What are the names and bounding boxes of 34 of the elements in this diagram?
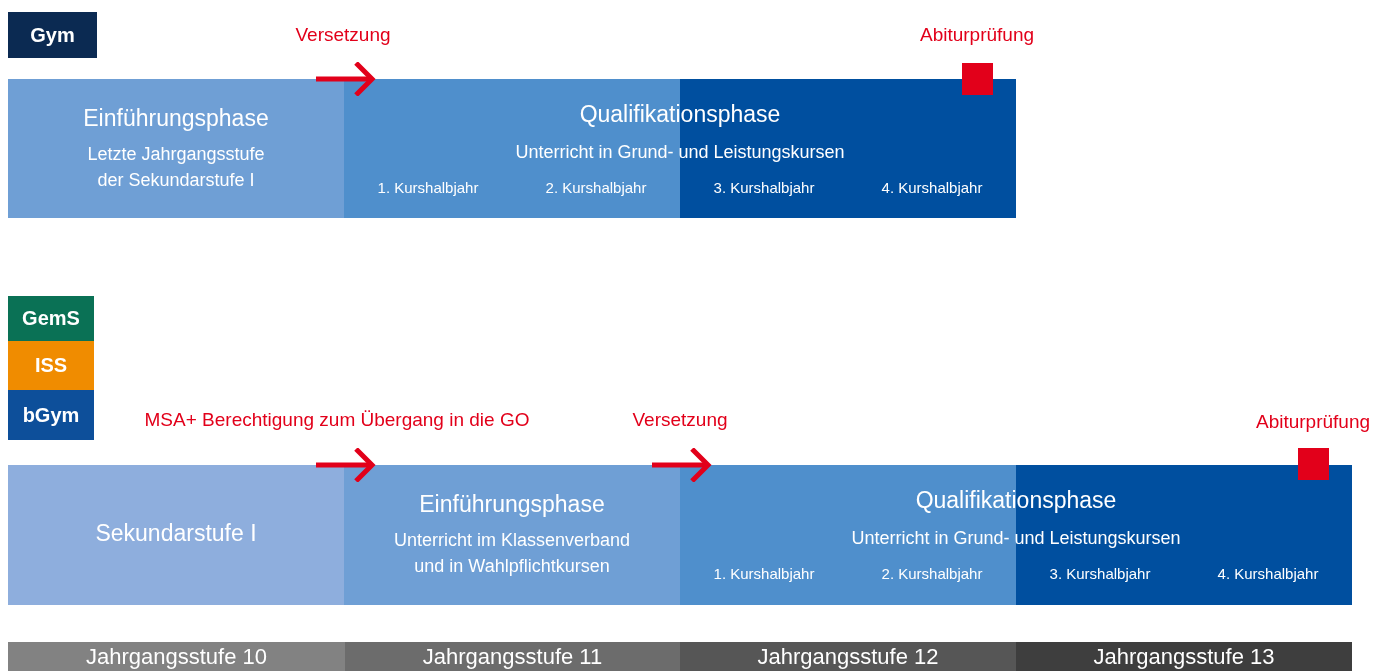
phase-title: Einführungsphase xyxy=(82,105,270,132)
arrow xyxy=(652,446,711,484)
semester-label: 4. Kurshalbjahr xyxy=(1217,565,1319,582)
phase-bar xyxy=(680,465,1352,605)
grade-level-bar: Jahrgangsstufe 10 xyxy=(8,642,345,671)
semester-label: 1. Kurshalbjahr xyxy=(377,179,479,196)
grade-level-bar: Jahrgangsstufe 11 xyxy=(345,642,680,671)
semester-label: 3. Kurshalbjahr xyxy=(713,179,815,196)
school-type-badge: bGym xyxy=(8,390,94,440)
school-type-badge: ISS xyxy=(8,341,94,390)
phase-bar xyxy=(8,465,344,605)
arrow xyxy=(316,446,375,484)
phase-description: Unterricht im Klassenverband und in Wahlpflichtkursen xyxy=(392,529,632,578)
phase-description: Letzte Jahrgangsstufe der Sekundarstufe I xyxy=(86,143,266,192)
phase-title: Qualifikationsphase xyxy=(578,101,782,128)
phase-bar xyxy=(8,79,344,218)
phase-bar xyxy=(344,79,1016,218)
grade-level-bar: Jahrgangsstufe 13 xyxy=(1016,642,1352,671)
arrow xyxy=(316,60,375,98)
grade-level-bar: Jahrgangsstufe 12 xyxy=(680,642,1016,671)
phase-title: Einführungsphase xyxy=(418,491,606,518)
school-type-badge: GemS xyxy=(8,296,94,341)
phase-description: Unterricht in Grund- und Leistungskursen xyxy=(850,527,1182,550)
phase-title: Qualifikationsphase xyxy=(914,487,1118,514)
phase-title: Sekundarstufe I xyxy=(94,520,258,547)
semester-label: 3. Kurshalbjahr xyxy=(1049,565,1151,582)
semester-label: 2. Kurshalbjahr xyxy=(545,179,647,196)
semester-label: 1. Kurshalbjahr xyxy=(713,565,815,582)
semester-label: 2. Kurshalbjahr xyxy=(881,565,983,582)
edge-label: MSA+ Berechtigung zum Übergang in die GO xyxy=(144,409,530,431)
school-type-badge: Gym xyxy=(8,12,97,58)
phase-description: Unterricht in Grund- und Leistungskursen xyxy=(514,141,846,164)
semester-label: 4. Kurshalbjahr xyxy=(881,179,983,196)
phase-bar xyxy=(344,465,680,605)
